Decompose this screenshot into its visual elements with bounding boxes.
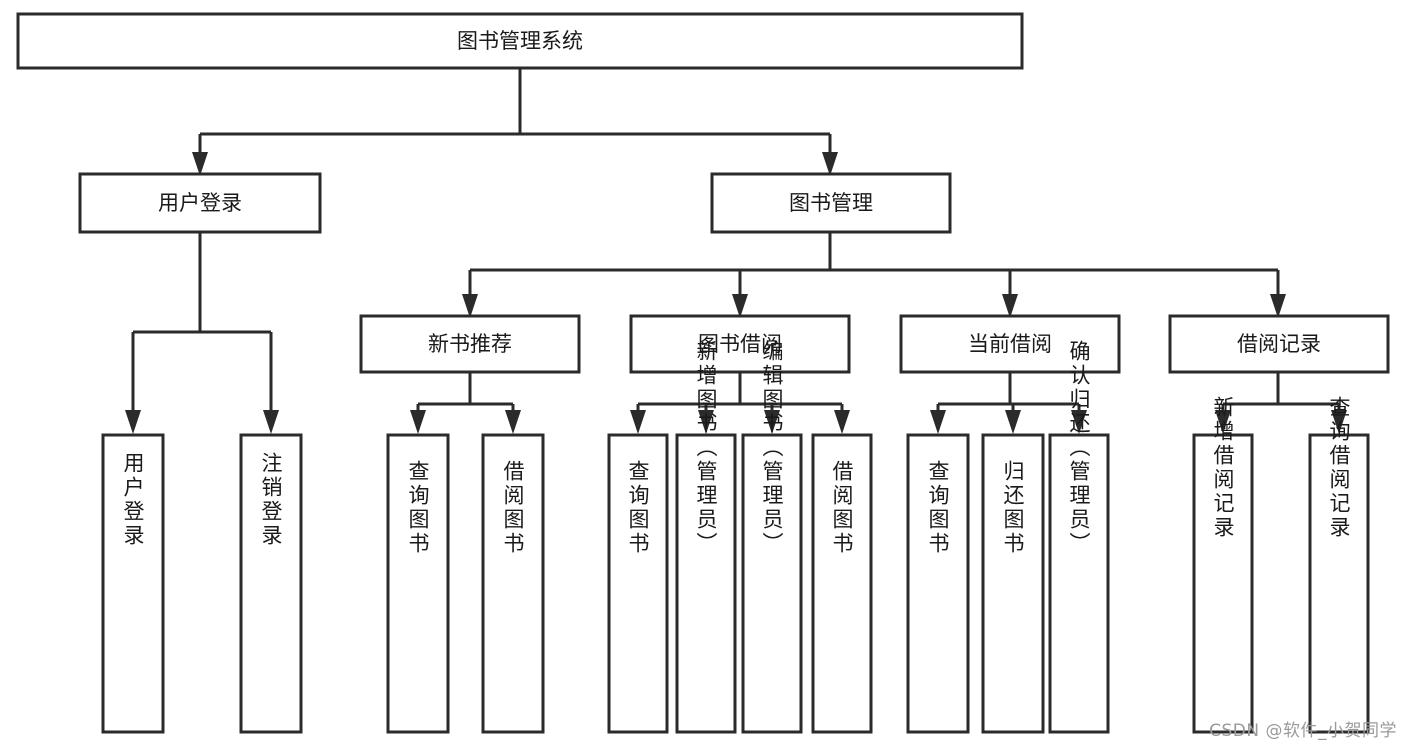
leaf-user-login-logout[interactable]: 注销登录 xyxy=(239,433,303,734)
node-user-login-label: 用户登录 xyxy=(158,191,242,215)
leaf-bb-query-book-label: 查询图书 xyxy=(626,460,650,556)
connector-group-book-borrow xyxy=(630,372,850,434)
arrow-head-nbr-leaf-2 xyxy=(505,410,521,434)
node-user-login[interactable]: 用户登录 xyxy=(78,172,322,234)
node-new-book-recommend-label: 新书推荐 xyxy=(428,332,512,356)
connector-group-new-book-recommend xyxy=(410,372,521,434)
node-book-management-box[interactable] xyxy=(710,172,952,234)
leaf-cb-query-book-label: 查询图书 xyxy=(926,460,950,556)
connector-group-borrow-record xyxy=(1215,372,1347,434)
leaf-nbr-query-book[interactable]: 查询图书 xyxy=(386,433,450,734)
leaf-br-add-record[interactable]: 新增借阅记录 xyxy=(1192,396,1254,734)
leaf-cb-return-book-label: 归还图书 xyxy=(1001,460,1025,556)
node-borrow-record-label: 借阅记录 xyxy=(1237,332,1321,356)
node-root-box[interactable] xyxy=(16,12,1024,70)
leaf-bb-query-book-box[interactable] xyxy=(607,433,669,734)
leaf-user-login-logout-label: 注销登录 xyxy=(259,452,283,548)
arrow-head-leaf-logout xyxy=(263,410,279,434)
node-user-login-box[interactable] xyxy=(78,172,322,234)
arrow-head-new-book-recommend xyxy=(462,294,478,318)
arrow-head-br-leaf-1 xyxy=(1215,410,1231,434)
arrow-head-current-borrow xyxy=(1002,294,1018,318)
leaf-cb-return-book-box[interactable] xyxy=(981,433,1045,734)
leaf-bb-borrow-book-box[interactable] xyxy=(811,433,873,734)
leaf-bb-edit-book-box[interactable] xyxy=(741,433,803,734)
leaf-cb-confirm-return-label: 确认归还（管理员） xyxy=(1067,340,1091,556)
connector-group-current-borrow xyxy=(930,372,1087,434)
node-root-system[interactable]: 图书管理系统 xyxy=(16,12,1024,70)
connector-group-root xyxy=(192,68,838,176)
leaf-cb-confirm-return-box[interactable] xyxy=(1048,433,1110,734)
arrow-head-bb-leaf-4 xyxy=(834,410,850,434)
leaf-br-query-record-label: 查询借阅记录 xyxy=(1327,396,1351,540)
leaf-bb-add-book-box[interactable] xyxy=(675,433,737,734)
arrow-head-nbr-leaf-1 xyxy=(410,410,426,434)
connector-group-user-login xyxy=(125,232,279,434)
leaf-br-query-record-box[interactable] xyxy=(1308,433,1370,734)
leaf-cb-query-book[interactable]: 查询图书 xyxy=(906,433,970,734)
node-borrow-record[interactable]: 借阅记录 xyxy=(1168,314,1390,374)
arrow-head-br-leaf-2 xyxy=(1331,410,1347,434)
node-book-management-label: 图书管理 xyxy=(789,191,873,215)
leaf-nbr-query-book-label: 查询图书 xyxy=(406,460,430,556)
node-current-borrow-box[interactable] xyxy=(899,314,1121,374)
node-book-borrow[interactable]: 图书借阅 xyxy=(629,314,851,374)
leaf-cb-confirm-return[interactable]: 确认归还（管理员） xyxy=(1048,340,1110,734)
leaf-user-login-logout-box[interactable] xyxy=(239,433,303,734)
node-current-borrow-label: 当前借阅 xyxy=(968,332,1052,356)
leaf-nbr-query-book-box[interactable] xyxy=(386,433,450,734)
leaf-user-login-login[interactable]: 用户登录 xyxy=(101,433,165,734)
node-book-management[interactable]: 图书管理 xyxy=(710,172,952,234)
leaf-nbr-borrow-book[interactable]: 借阅图书 xyxy=(481,433,545,734)
node-book-borrow-label: 图书借阅 xyxy=(698,332,782,356)
arrow-head-book-mgmt xyxy=(822,152,838,176)
leaf-nbr-borrow-book-label: 借阅图书 xyxy=(501,460,525,556)
leaf-user-login-login-box[interactable] xyxy=(101,433,165,734)
connector-group-book-mgmt xyxy=(462,232,1286,318)
leaf-br-add-record-label: 新增借阅记录 xyxy=(1211,396,1235,540)
node-root-label: 图书管理系统 xyxy=(457,29,583,53)
arrow-head-cb-leaf-3 xyxy=(1071,410,1087,434)
leaf-bb-query-book[interactable]: 查询图书 xyxy=(607,433,669,734)
leaf-bb-borrow-book[interactable]: 借阅图书 xyxy=(811,433,873,734)
node-new-book-recommend[interactable]: 新书推荐 xyxy=(359,314,581,374)
arrow-head-cb-leaf-2 xyxy=(1005,410,1021,434)
leaf-br-add-record-box[interactable] xyxy=(1192,433,1254,734)
leaf-bb-add-book[interactable]: 新增图书（管理员） xyxy=(675,340,737,734)
leaf-cb-return-book[interactable]: 归还图书 xyxy=(981,433,1045,734)
arrow-head-bb-leaf-3 xyxy=(764,410,780,434)
arrow-head-book-borrow xyxy=(732,294,748,318)
node-borrow-record-box[interactable] xyxy=(1168,314,1390,374)
leaf-bb-edit-book[interactable]: 编辑图书（管理员） xyxy=(741,340,803,734)
leaf-user-login-login-label: 用户登录 xyxy=(121,452,145,548)
leaf-br-query-record[interactable]: 查询借阅记录 xyxy=(1308,396,1370,734)
leaf-bb-add-book-label: 新增图书（管理员） xyxy=(694,340,718,556)
arrow-head-cb-leaf-1 xyxy=(930,410,946,434)
leaf-cb-query-book-box[interactable] xyxy=(906,433,970,734)
leaf-bb-borrow-book-label: 借阅图书 xyxy=(830,460,854,556)
arrow-head-bb-leaf-1 xyxy=(630,410,646,434)
node-book-borrow-box[interactable] xyxy=(629,314,851,374)
arrow-head-user-login xyxy=(192,152,208,176)
leaf-nbr-borrow-book-box[interactable] xyxy=(481,433,545,734)
arrow-head-borrow-record xyxy=(1270,294,1286,318)
leaf-bb-edit-book-label: 编辑图书（管理员） xyxy=(760,340,784,556)
arrow-head-bb-leaf-2 xyxy=(698,410,714,434)
node-current-borrow[interactable]: 当前借阅 xyxy=(899,314,1121,374)
node-new-book-recommend-box[interactable] xyxy=(359,314,581,374)
arrow-head-leaf-user-login xyxy=(125,410,141,434)
